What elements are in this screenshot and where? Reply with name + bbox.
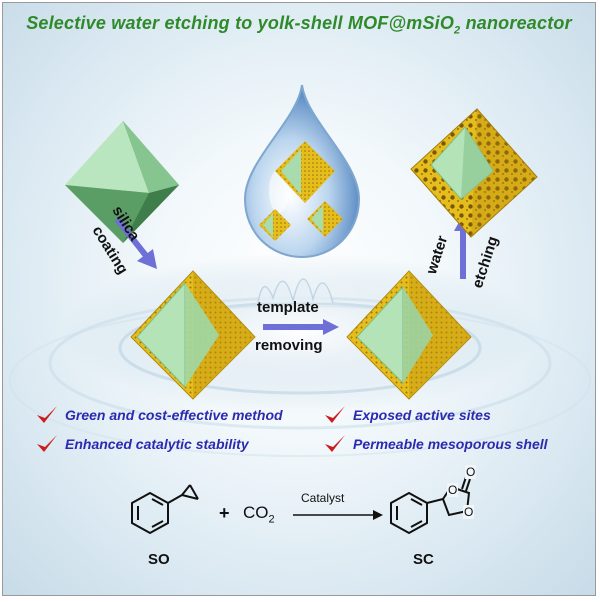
check-icon — [325, 406, 345, 423]
carbonyl-oxygen-label: O — [465, 465, 477, 479]
co2-formula: CO2 — [243, 503, 275, 526]
etched-octahedron — [410, 108, 538, 238]
template-label: template — [257, 299, 319, 316]
feature-catalytic-stability: Enhanced catalytic stability — [65, 436, 249, 452]
water-droplet — [243, 84, 361, 259]
product-label: SC — [413, 551, 434, 568]
droplet-particle-small-right — [307, 201, 343, 237]
figure-canvas: Selective water etching to yolk-shell MO… — [2, 2, 596, 596]
ring-oxygen-label-top: O — [447, 483, 459, 497]
silica-coating-arrow — [114, 217, 157, 269]
figure-title: Selective water etching to yolk-shell MO… — [26, 13, 572, 37]
feature-permeable-shell: Permeable mesoporous shell — [353, 436, 548, 452]
styrene-oxide-structure — [131, 484, 199, 535]
droplet-particle-large — [275, 141, 335, 203]
ring-oxygen-label-right: O — [463, 505, 475, 519]
core-shell-octahedron — [130, 270, 256, 400]
droplet-particle-small-left — [259, 209, 291, 241]
check-icon — [37, 406, 57, 423]
plus-sign: + — [219, 503, 230, 523]
removing-label: removing — [255, 337, 323, 354]
catalyst-label: Catalyst — [301, 491, 345, 505]
check-icon — [325, 435, 345, 452]
yolk-shell-octahedron — [346, 270, 472, 400]
reactant-label: SO — [148, 551, 170, 568]
reaction-arrow — [293, 510, 383, 520]
feature-exposed-sites: Exposed active sites — [353, 407, 491, 423]
feature-green-method: Green and cost-effective method — [65, 407, 283, 423]
check-icon — [37, 435, 57, 452]
template-removing-arrow — [263, 319, 339, 335]
